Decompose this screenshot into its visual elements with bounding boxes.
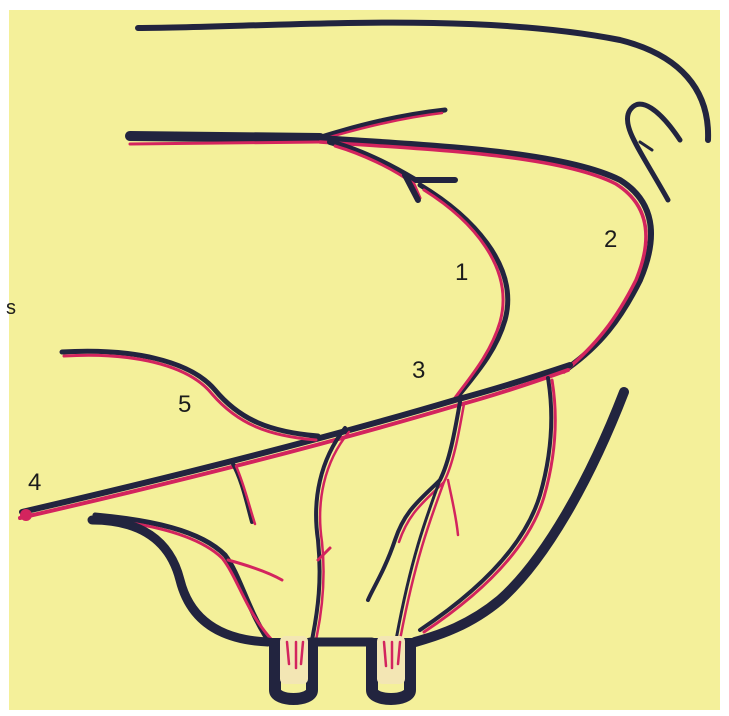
vessel-4-tip xyxy=(20,509,32,521)
label-1: 1 xyxy=(455,259,468,286)
label-3: 3 xyxy=(412,357,425,384)
yellow-background xyxy=(9,10,720,710)
label-5: 5 xyxy=(178,391,191,418)
edge-mark: s xyxy=(6,297,16,319)
label-4: 4 xyxy=(28,469,41,496)
upper-trunk-artery xyxy=(130,142,320,144)
upper-trunk-vein xyxy=(130,136,320,138)
label-2: 2 xyxy=(604,226,617,253)
